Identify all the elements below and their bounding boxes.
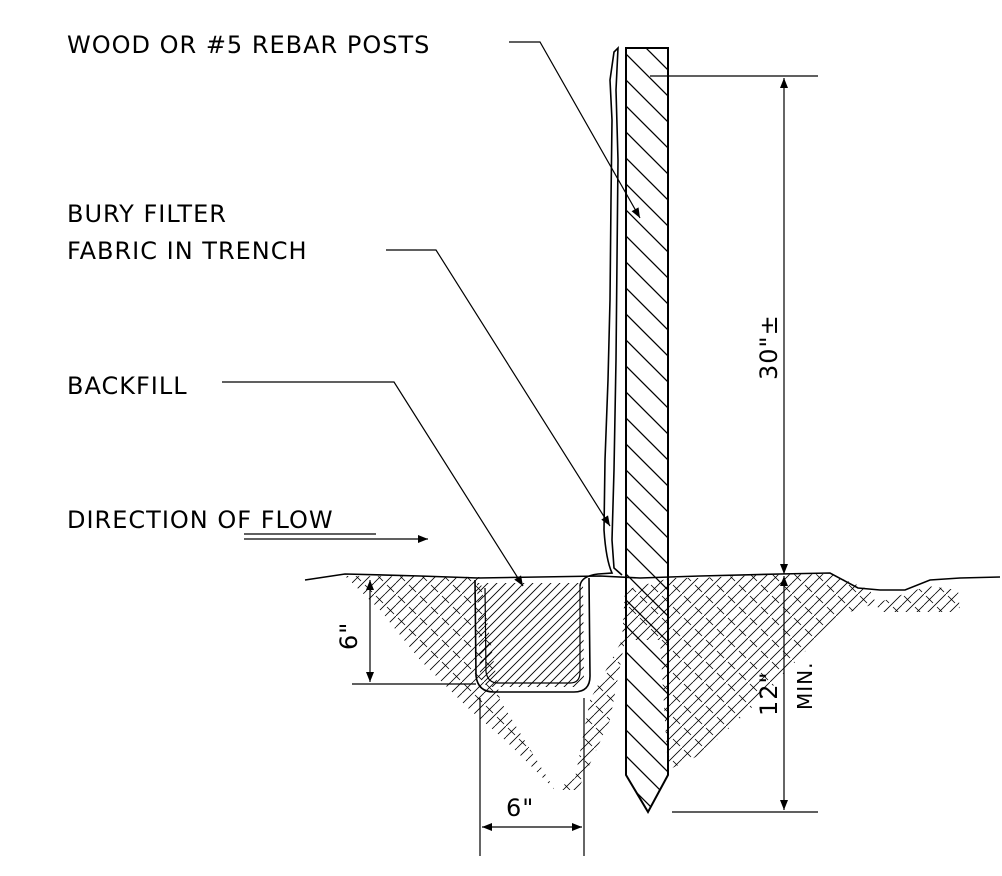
leader-bury — [386, 249, 611, 527]
soil-section — [345, 574, 960, 790]
dim-12-note: MIN. — [793, 662, 817, 710]
label-bury-2: FABRIC IN TRENCH — [67, 237, 308, 265]
label-posts: WOOD OR #5 REBAR POSTS — [67, 31, 430, 59]
dim-12-label: 12" — [755, 671, 783, 716]
label-flow: DIRECTION OF FLOW — [67, 506, 334, 534]
leader-posts — [509, 41, 641, 219]
post — [625, 47, 669, 815]
trench — [474, 577, 591, 693]
label-backfill: BACKFILL — [67, 372, 188, 400]
dim-width-label: 6" — [506, 794, 534, 822]
dimension-width — [479, 698, 585, 856]
ground-line — [304, 572, 1001, 591]
label-bury-1: BURY FILTER — [67, 200, 227, 228]
dim-depth-label: 6" — [335, 622, 363, 650]
dimension-depth — [352, 580, 476, 685]
dim-30-label: 30"± — [755, 314, 783, 380]
filter-fabric — [579, 45, 623, 587]
leader-backfill — [222, 381, 524, 587]
dimension-30 — [650, 75, 818, 813]
